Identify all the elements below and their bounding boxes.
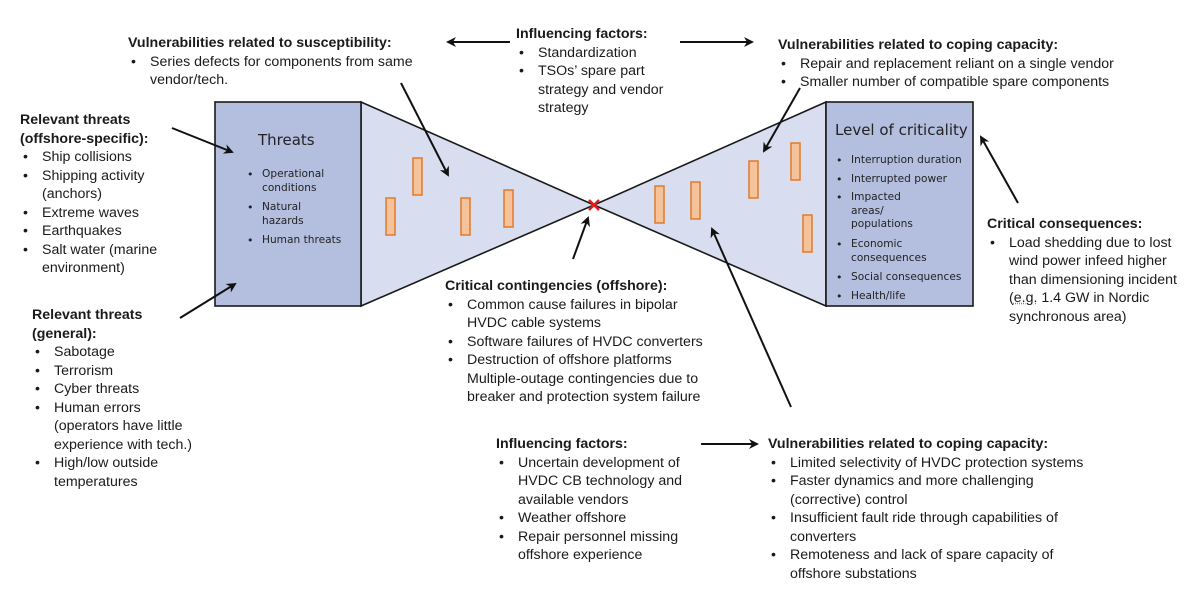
coping-top-title: Vulnerabilities related to coping capaci…	[778, 37, 1059, 53]
influencing-bottom-title: Influencing factors:	[496, 436, 628, 452]
threats-offshore-title-line: (offshore-specific):	[20, 130, 149, 147]
barrier-bar	[790, 142, 801, 181]
coping-bottom-item: Faster dynamics and more challenging (co…	[768, 472, 1070, 509]
barrier-bar	[412, 157, 423, 196]
arrow-consequences-to-criticality	[980, 135, 1019, 204]
criticality-box-item: Economic consequences	[834, 238, 936, 265]
coping-top-item: Repair and replacement reliant on a sing…	[778, 55, 1198, 74]
influencing-bottom-block: Influencing factors: Uncertain developme…	[496, 435, 696, 565]
threats-general-item: Human errors (operators have little expe…	[32, 399, 207, 455]
contingencies-title: Critical contingencies (offshore):	[445, 278, 668, 294]
threats-box-item: Operational conditions	[245, 168, 345, 195]
arrow-bottom-to-right-cone	[710, 227, 792, 408]
coping-top-item: Smaller number of compatible spare compo…	[778, 73, 1198, 92]
arrow-coping-top-to-cone	[763, 87, 801, 153]
criticality-box-item: Interrupted power	[834, 173, 972, 187]
consequences-text-prefix: Load shedding due to lost wind power inf…	[1009, 234, 1177, 307]
barrier-bar	[460, 197, 471, 236]
contingencies-item: Common cause failures in bipolar HVDC ca…	[445, 296, 697, 333]
coping-bottom-title: Vulnerabilities related to coping capaci…	[768, 436, 1049, 452]
criticality-box-item: Interruption duration	[834, 154, 972, 168]
threats-general-title-line: (general):	[32, 325, 97, 342]
threats-general-block: Relevant threats (general): Sabotage Ter…	[32, 306, 207, 491]
threats-offshore-item: Shipping activity (anchors)	[20, 167, 167, 204]
right-cone	[592, 100, 827, 308]
threats-general-item: Sabotage	[32, 343, 207, 362]
consequences-item: Load shedding due to lost wind power inf…	[987, 234, 1197, 327]
threats-offshore-item: Earthquakes	[20, 222, 200, 241]
criticality-box-item: Health/life	[834, 290, 972, 304]
coping-bottom-item: Insufficient fault ride through capabili…	[768, 509, 1100, 546]
contingencies-item: Destruction of offshore platforms	[445, 351, 735, 370]
arrow-contingencies-to-event	[572, 216, 590, 260]
coping-top-block: Vulnerabilities related to coping capaci…	[778, 36, 1198, 92]
criticality-box-title: Level of criticality	[835, 121, 968, 139]
consequences-block: Critical consequences: Load shedding due…	[987, 215, 1197, 326]
susceptibility-title: Vulnerabilities related to susceptibilit…	[128, 35, 392, 51]
coping-bottom-item: Limited selectivity of HVDC protection s…	[768, 454, 1108, 473]
threats-general-title-line: Relevant threats	[32, 307, 143, 323]
criticality-box-item: Impacted areas/ populations	[834, 191, 936, 232]
threats-box-item: Natural hazards	[245, 201, 345, 228]
barrier-bar	[802, 214, 813, 253]
threats-offshore-title-line: Relevant threats	[20, 112, 131, 128]
influencing-top-item: TSOs’ spare part strategy and vendor str…	[516, 62, 686, 118]
influencing-top-item: Standardization	[516, 44, 686, 63]
barrier-bar	[690, 181, 701, 220]
arrow-susceptibility-to-cone	[400, 82, 449, 177]
threats-offshore-item: Extreme waves	[20, 204, 200, 223]
threats-general-item: Terrorism	[32, 362, 207, 381]
threats-general-item: Cyber threats	[32, 380, 207, 399]
contingencies-continuation: Multiple-outage contingencies due to bre…	[467, 370, 701, 406]
influencing-bottom-item: Uncertain development of HVDC CB technol…	[496, 454, 688, 510]
contingencies-item: Software failures of HVDC converters	[445, 333, 735, 352]
threats-offshore-block: Relevant threats (offshore-specific): Sh…	[20, 111, 200, 278]
threats-offshore-item: Salt water (marine environment)	[20, 241, 192, 278]
consequences-text-suffix: 1.4 GW in Nordic synchronous area)	[1009, 290, 1150, 325]
threats-box-item: Human threats	[245, 234, 345, 248]
consequences-abbrev: e.g.	[1013, 290, 1038, 306]
red-x-icon	[588, 199, 600, 211]
left-cone	[360, 100, 596, 308]
susceptibility-block: Vulnerabilities related to susceptibilit…	[128, 34, 428, 90]
contingencies-block: Critical contingencies (offshore): Commo…	[445, 277, 735, 407]
threats-offshore-item: Ship collisions	[20, 148, 200, 167]
influencing-top-block: Influencing factors: Standardization TSO…	[516, 25, 686, 118]
influencing-bottom-item: Weather offshore	[496, 509, 696, 528]
influencing-bottom-item: Repair personnel missing offshore experi…	[496, 528, 688, 565]
coping-bottom-item: Remoteness and lack of spare capacity of…	[768, 546, 1080, 583]
arrow-offshore-threats-to-box	[171, 127, 234, 154]
barrier-bar	[654, 185, 665, 224]
coping-bottom-block: Vulnerabilities related to coping capaci…	[768, 435, 1108, 583]
barrier-bar	[503, 189, 514, 228]
threats-general-item: High/low outside temperatures	[32, 454, 174, 491]
barrier-bar	[748, 160, 759, 199]
consequences-title: Critical consequences:	[987, 216, 1143, 232]
barrier-bars	[385, 142, 813, 253]
susceptibility-item: Series defects for components from same …	[128, 53, 428, 90]
influencing-top-title: Influencing factors:	[516, 26, 648, 42]
barrier-bar	[385, 197, 396, 236]
arrow-general-threats-to-box	[179, 282, 237, 319]
threats-box-title: Threats	[258, 131, 315, 149]
criticality-box-item: Social consequences	[834, 271, 972, 285]
